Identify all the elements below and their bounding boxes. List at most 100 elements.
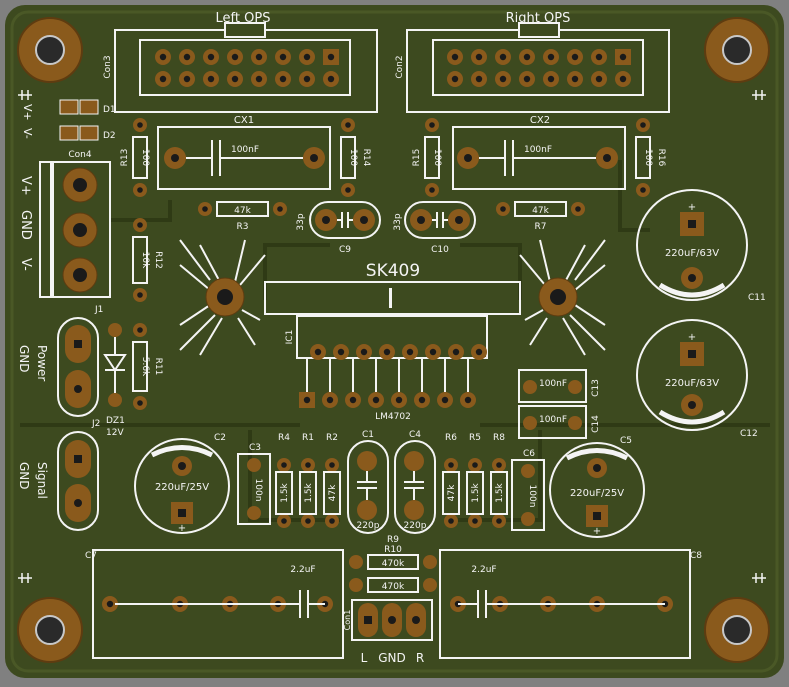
resistor-value: 100 [348,149,358,166]
con4-label: Con4 [68,150,91,160]
right-ops-connector: Right OPS Con2 [395,11,670,113]
c5-capacitor: + 220uF/25V C5 [549,436,645,538]
c14-label: C14 [591,415,601,433]
cx2-label: CX2 [530,115,550,126]
r9-value: 470k [382,582,405,592]
cx2-value: 100nF [524,145,552,155]
dz1-label: DZ1 [106,416,125,426]
power-label: Power [35,345,49,381]
ic1-lm4702: IC1 LM4702 [285,315,488,422]
c13-label: C13 [591,379,601,397]
vminus-label: V- [18,258,33,271]
screw-icon [752,573,766,583]
c2-capacitor: + 220uF/25V C2 [134,433,230,534]
resistor-label: R12 [153,251,163,269]
c14-capacitor: 100nF C14 [518,405,601,439]
d1-label: D1 [103,105,116,115]
c12-capacitor: + 220uF/63V C12 [636,319,758,439]
c3-label: C3 [249,443,261,453]
signal-gnd-label: GND [17,462,31,490]
c7-capacitor: C7 2.2uF [85,549,344,659]
c6-label: C6 [523,449,535,459]
c13-capacitor: 100nF C13 [518,369,601,403]
c2-label: C2 [214,433,226,443]
output-r-label: R [416,651,424,665]
c7-value: 2.2uF [290,565,315,575]
ic1-label: IC1 [285,330,295,345]
con3-label: Con3 [103,55,113,78]
c8-capacitor: C8 2.2uF [439,549,702,659]
c1-value: 220p [357,521,380,531]
vplus-label: V+ [18,176,33,196]
vplus-led-label: V+ [21,104,34,121]
c1-capacitor: C1 220p [347,430,389,534]
cx1-capacitor: CX1 100nF [157,115,331,190]
svg-text:+: + [688,332,696,343]
resistor-value: 1.5k [304,482,314,502]
c4-capacitor: C4 220p [394,430,436,534]
screw-icons [18,90,766,583]
con1-label: Con1 [343,610,352,631]
c5-value: 220uF/25V [570,488,624,499]
resistor-value: 100 [432,149,442,166]
c4-value: 220p [404,521,427,531]
resistor-label: R3 [237,222,249,232]
lm4702-label: LM4702 [375,412,411,422]
resistor-label: R1 [302,433,314,443]
resistor-label: R5 [469,433,481,443]
heatsink-sk409: SK409 [179,239,606,356]
resistor-value: 5.6k [140,357,150,377]
c9-label: C9 [339,245,351,255]
c9-value: 33p [296,213,306,230]
j1-power-connector: J1 Power GND [17,305,103,417]
c6-value: 100n [527,485,537,508]
resistor-value: 1.5k [280,482,290,502]
dz1-zener: DZ1 12V [103,323,127,438]
j1-label: J1 [94,305,103,315]
svg-text:+: + [688,202,696,213]
resistor-label: R6 [445,433,457,443]
con1-output-connector: Con1 L GND R [343,599,433,665]
c12-value: 220uF/63V [665,378,719,389]
resistor-label: R7 [535,222,547,232]
c12-label: C12 [740,429,758,439]
resistor-value: 47k [234,206,251,216]
r10-value: 470k [382,559,405,569]
c11-value: 220uF/63V [665,248,719,259]
resistor-label: R16 [656,149,666,167]
c6-capacitor: C6 100n [511,449,545,531]
resistor-value: 47k [447,484,457,501]
c9-capacitor: 33p C9 [296,201,381,255]
ground-pour-edge [10,10,779,673]
svg-text:+: + [593,526,601,537]
power-leds: V+ V- D1 D2 [21,99,116,141]
resistor-r5: 1.5k R5 [466,433,484,528]
vminus-led-label: V- [21,128,34,139]
screw-icon [752,90,766,100]
resistor-value: 100 [140,149,150,166]
left-ops-connector: Left OPS Con3 [103,11,378,113]
c11-capacitor: + 220uF/63V C11 [636,189,766,303]
resistor-value: 1.5k [471,482,481,502]
c10-capacitor: 33p C10 [393,201,476,255]
resistor-label: R8 [493,433,505,443]
c1-label: C1 [362,430,374,440]
resistor-r4: 1.5k R4 [275,433,293,528]
dz1-voltage: 12V [106,428,124,438]
d2-label: D2 [103,131,116,141]
c5-label: C5 [620,436,632,446]
con4-terminal: Con4 V+ GND V- [18,150,111,298]
resistor-label: R4 [278,433,290,443]
cx1-value: 100nF [231,145,259,155]
screw-icon [18,573,32,583]
svg-text:+: + [178,523,186,534]
mounting-holes [17,17,770,663]
